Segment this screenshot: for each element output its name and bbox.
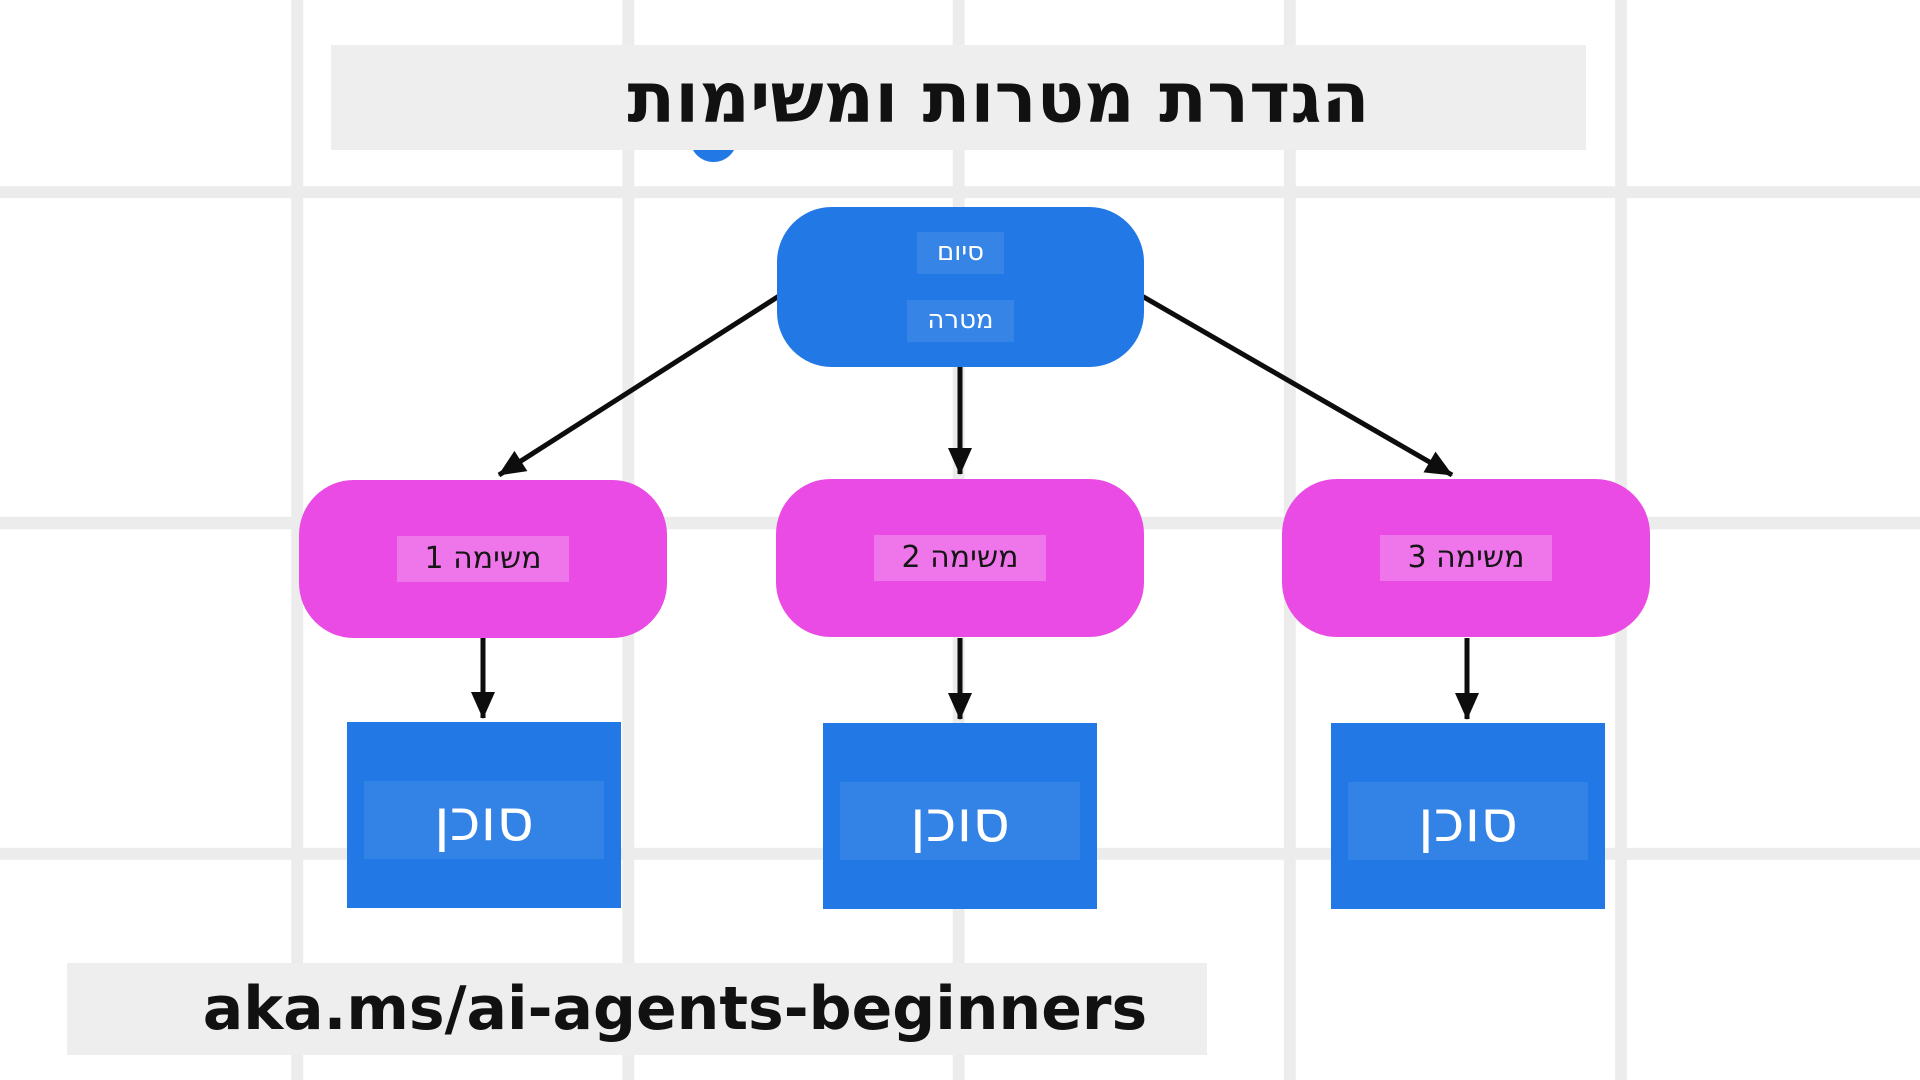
page-title: הגדרת מטרות ומשימות: [627, 56, 1370, 139]
task-node-label: משימה 1: [396, 536, 570, 582]
task-node-label: משימה 2: [873, 535, 1047, 581]
agent-node-label: סוכן: [364, 781, 604, 859]
agent-node-label: סוכן: [1348, 782, 1588, 860]
task-node-label: משימה 3: [1379, 535, 1553, 581]
arrow-goal-to-task1: [497, 293, 781, 478]
agent-node-1[interactable]: סוכן: [347, 722, 621, 908]
task-node-2[interactable]: משימה 2: [776, 479, 1144, 637]
agent-node-3[interactable]: סוכן: [1331, 723, 1605, 909]
title-bar: הגדרת מטרות ומשימות: [331, 45, 1586, 150]
task-node-3[interactable]: משימה 3: [1282, 479, 1650, 637]
agent-node-2[interactable]: סוכן: [823, 723, 1097, 909]
task-node-1[interactable]: משימה 1: [299, 480, 667, 638]
footer-link-text: aka.ms/ai-agents-beginners: [202, 974, 1148, 1044]
goal-node[interactable]: סיום מטרה: [777, 207, 1144, 367]
arrow-goal-to-task3: [1140, 293, 1454, 478]
footer-bar: aka.ms/ai-agents-beginners: [67, 963, 1207, 1055]
agent-node-label: סוכן: [840, 782, 1080, 860]
goal-top-label: סיום: [916, 232, 1005, 274]
goal-bottom-label: מטרה: [907, 300, 1014, 342]
